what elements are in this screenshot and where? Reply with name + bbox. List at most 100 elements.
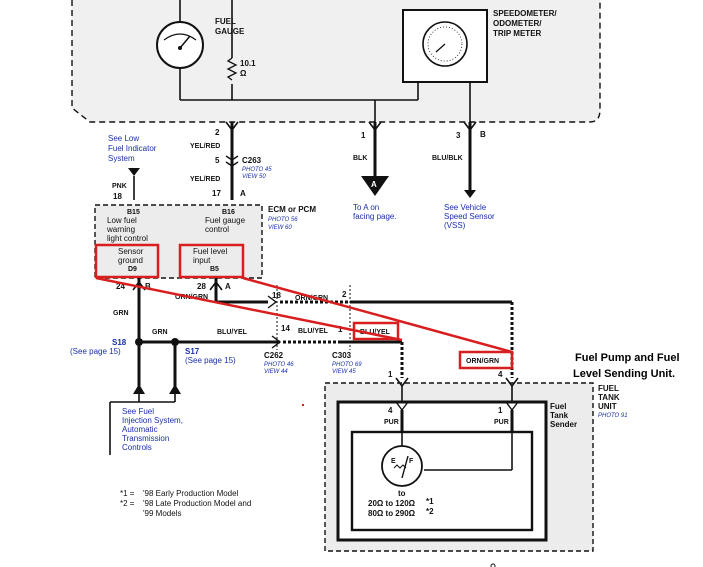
- c263-photo: PHOTO 45: [242, 167, 272, 173]
- letter-a-top: A: [240, 189, 246, 198]
- c262-terminal: [271, 335, 282, 349]
- vss-arrow-icon: [464, 190, 476, 198]
- pin-18-top: 18: [113, 192, 122, 201]
- resistor-value: 10.1: [240, 59, 256, 68]
- pin-28-label: 28: [197, 282, 206, 291]
- ecm-b5: B5: [210, 266, 219, 273]
- c262-view: VIEW 44: [264, 369, 288, 375]
- pin-14-label: 14: [281, 324, 290, 333]
- s18-arrow-icon: [133, 384, 145, 394]
- wire-yel-red-2: YEL/RED: [190, 176, 220, 183]
- low-fuel-arrow-icon: [128, 168, 140, 176]
- c262-top-terminal: [267, 295, 278, 309]
- fuel-level-2: input: [193, 256, 211, 265]
- wire-blu-yel-2: BLU/YEL: [298, 328, 329, 335]
- fuel-gauge-pivot: [178, 46, 182, 50]
- pin-17-label: 17: [212, 189, 221, 198]
- pin-18-low: 18: [272, 291, 281, 300]
- sender-label-1: Fuel: [550, 402, 566, 411]
- vss-ref-2: Speed Sensor: [444, 212, 495, 221]
- s18-ref: (See page 15): [70, 347, 121, 356]
- vss-ref-3: (VSS): [444, 221, 466, 230]
- sender-inner-box: [350, 430, 534, 532]
- highlight-line-ground: [95, 276, 403, 342]
- footnote-2-key: *2 =: [120, 499, 135, 508]
- sensor-ground-highlight: [94, 243, 160, 279]
- tank-unit-1: FUEL: [598, 384, 619, 393]
- sender-pur-right: PUR: [494, 419, 509, 426]
- to-a-ref-1: To A on: [353, 203, 379, 212]
- fuel-level-highlight: [178, 243, 245, 279]
- fi-ref-1: See Fuel: [122, 407, 154, 416]
- wire-grn-1: GRN: [113, 310, 129, 317]
- pin-1-terminal: [368, 121, 382, 132]
- low-fuel-ref-3: System: [108, 154, 135, 163]
- pump-title-1: Fuel Pump and Fuel: [575, 352, 680, 364]
- low-fuel-text-2: warning: [106, 225, 135, 234]
- range-1: 20Ω to 120Ω: [368, 499, 416, 508]
- wire-yel-red-1: YEL/RED: [190, 143, 220, 150]
- fuel-gauge-label-2: GAUGE: [215, 27, 245, 36]
- fi-ref-2: Injection System,: [122, 416, 183, 425]
- sender-pur-left: PUR: [384, 419, 399, 426]
- wire-orn-grn-2: ORN/GRN: [295, 295, 328, 302]
- wire-blk: BLK: [353, 155, 367, 162]
- pin-3-terminal: [463, 121, 477, 132]
- fuel-gauge-icon: [156, 21, 204, 69]
- boxed-orn-grn: ORN/GRN: [466, 358, 499, 365]
- range-to: to: [398, 489, 406, 498]
- pin-5-label: 5: [215, 156, 220, 165]
- tank-unit-2: TANK: [598, 393, 620, 402]
- sender-gauge-f: F: [409, 458, 414, 465]
- ecm-b16: B16: [222, 209, 235, 216]
- sender-label-3: Sender: [550, 420, 577, 429]
- footnote-2-text-2: '99 Models: [143, 509, 181, 518]
- wire-grn-2: GRN: [152, 329, 168, 336]
- letter-b: B: [480, 130, 486, 139]
- orn-grn-highlight: [458, 350, 514, 370]
- pin-2-terminal: [225, 121, 239, 132]
- sender-gauge-resistor: [393, 464, 407, 469]
- letter-b-low: B: [145, 282, 151, 291]
- fuel-gauge-label-1: FUEL: [215, 17, 236, 26]
- low-fuel-text-3: light control: [107, 234, 148, 243]
- footnote-2-text: '98 Late Production Model and: [143, 499, 251, 508]
- c262-label: C262: [264, 351, 284, 360]
- tank-pin-1-left: 1: [388, 370, 393, 379]
- resistor-unit: Ω: [240, 69, 247, 78]
- ecm-d9: D9: [128, 266, 137, 273]
- s18-label: S18: [112, 338, 127, 347]
- c303-view: VIEW 45: [332, 369, 356, 375]
- s17-label: S17: [185, 347, 200, 356]
- fuel-gauge-scale: [163, 33, 197, 41]
- ecm-photo: PHOTO 56: [268, 217, 298, 223]
- s17-arrow-icon: [169, 384, 181, 394]
- pump-title-2: Level Sending Unit.: [573, 368, 675, 380]
- fuel-gauge-ctl-2: control: [205, 225, 229, 234]
- sensor-ground-1: Sensor: [118, 247, 144, 256]
- page-corner-mark: [490, 563, 496, 567]
- speedo-label-3: TRIP METER: [493, 29, 542, 38]
- tank-pin-4-right: 4: [498, 370, 503, 379]
- sender-gauge-e: E: [391, 458, 396, 465]
- c262-photo: PHOTO 46: [264, 362, 294, 368]
- vss-ref-1: See Vehicle: [444, 203, 487, 212]
- fuel-level-1: Fuel level: [193, 247, 227, 256]
- range-2: 80Ω to 290Ω: [368, 509, 416, 518]
- range-note-2: *2: [426, 507, 434, 516]
- c263-label: C263: [242, 156, 262, 165]
- highlight-line-level: [242, 276, 513, 354]
- speedo-label-1: SPEEDOMETER/: [493, 9, 557, 18]
- ecm-box: [94, 204, 263, 279]
- c263-view: VIEW 50: [242, 174, 266, 180]
- wire-blu-blk: BLU/BLK: [432, 155, 463, 162]
- pin-3-label: 3: [456, 131, 461, 140]
- pin-28-terminal: [209, 280, 223, 291]
- footnote-1-key: *1 =: [120, 489, 135, 498]
- fuel-gauge-needle: [179, 35, 191, 49]
- ecm-view: VIEW 60: [268, 225, 292, 231]
- stray-mark: [302, 404, 304, 406]
- sender-label-2: Tank: [550, 411, 569, 420]
